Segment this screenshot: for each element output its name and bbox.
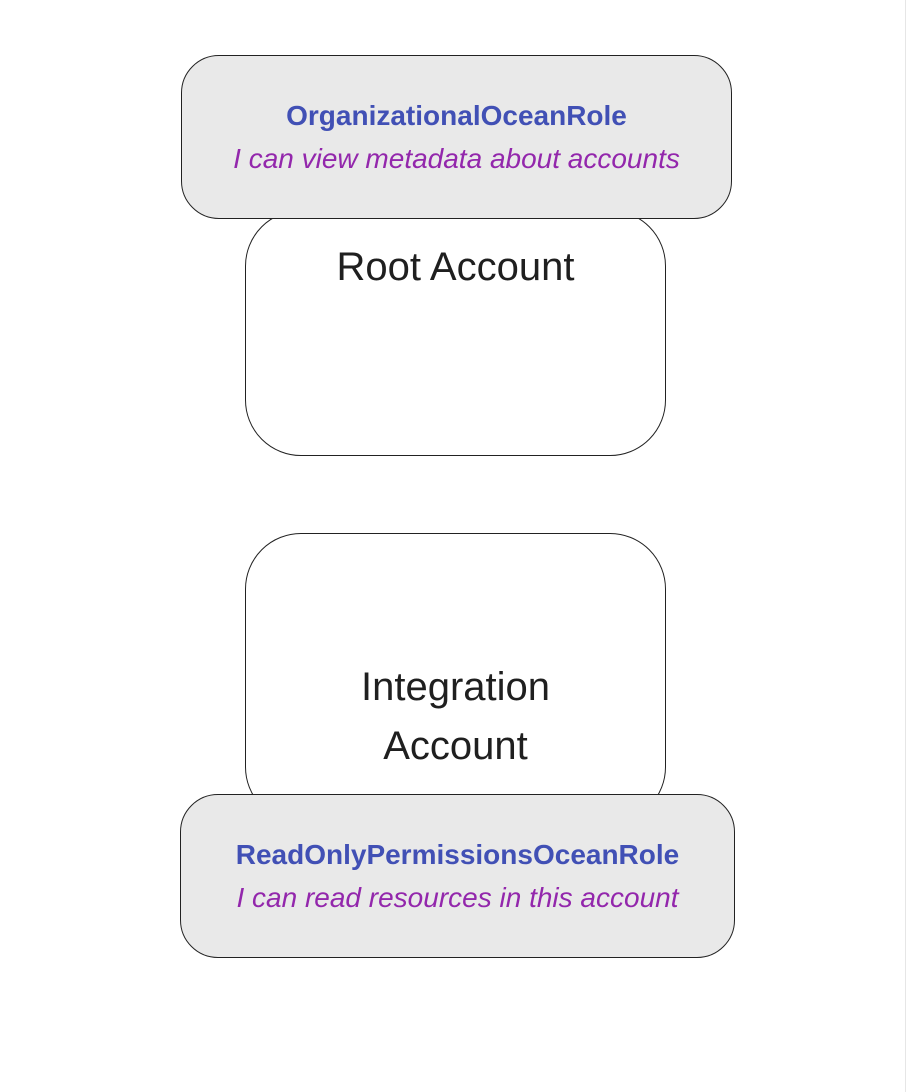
root-account-label: Root Account <box>336 245 575 289</box>
readonly-permissions-ocean-role-description: I can read resources in this account <box>236 881 679 913</box>
integration-account-label: Integration Account <box>360 665 551 768</box>
organizational-ocean-role-description: I can view metadata about accounts <box>233 142 680 174</box>
readonly-permissions-ocean-role-node: ReadOnlyPermissionsOceanRole I can read … <box>180 794 735 958</box>
integration-account-node: Integration Account <box>245 533 666 823</box>
organizational-ocean-role-node: OrganizationalOceanRole I can view metad… <box>181 55 732 219</box>
page-edge-divider <box>905 0 906 1092</box>
root-account-node: Root Account <box>245 210 666 456</box>
readonly-permissions-ocean-role-name: ReadOnlyPermissionsOceanRole <box>235 838 680 870</box>
organizational-ocean-role-name: OrganizationalOceanRole <box>286 99 627 131</box>
